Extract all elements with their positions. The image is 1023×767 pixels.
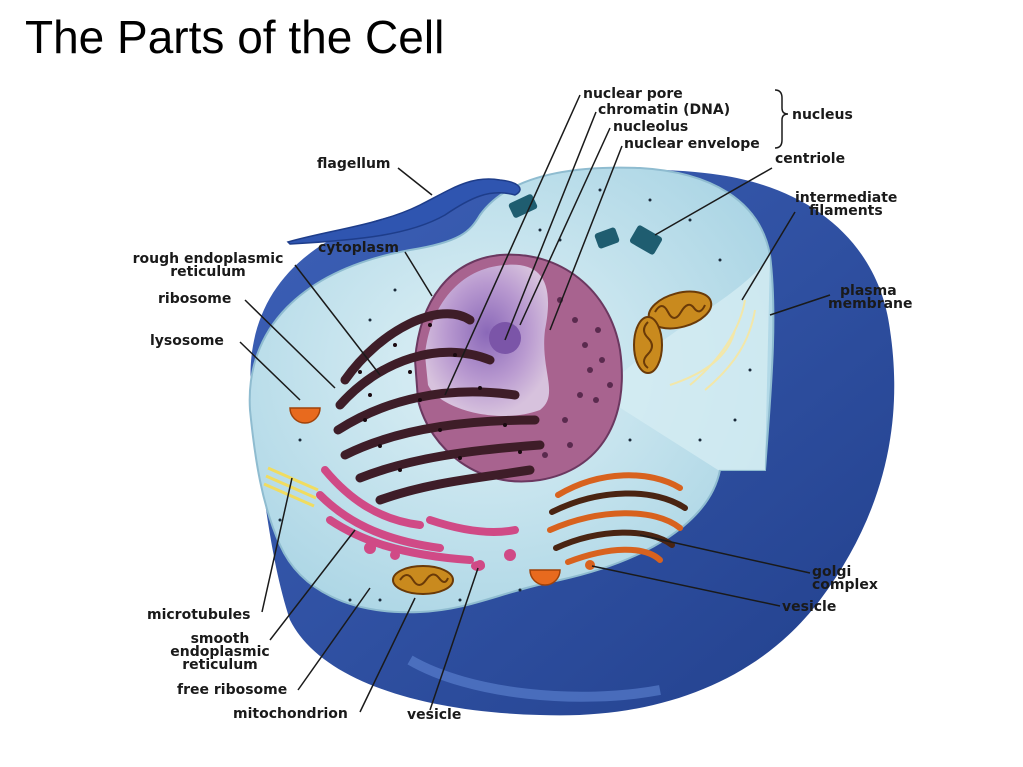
centriole-1	[508, 194, 538, 218]
label-ribosome: ribosome	[158, 291, 232, 307]
microtubules	[263, 466, 319, 508]
label-membrane: membrane	[828, 296, 913, 312]
lysosome	[289, 407, 321, 424]
label-smooth-er-line2: endoplasmic	[170, 644, 270, 660]
label-vesicle-bottom: vesicle	[407, 707, 462, 723]
intermediate-filaments	[669, 299, 756, 391]
nuclear-pores	[542, 297, 613, 458]
label-flagellum: flagellum	[317, 156, 391, 172]
rough-er-ribosomes	[358, 323, 522, 472]
label-plasma: plasma	[840, 283, 897, 299]
label-vesicle-right: vesicle	[782, 599, 837, 615]
label-chromatin: chromatin (DNA)	[598, 102, 731, 118]
label-nucleus: nucleus	[792, 107, 853, 123]
flagellum	[286, 178, 521, 245]
centriole-2	[594, 225, 663, 255]
label-smooth-er: smooth endoplasmic reticulum	[170, 631, 270, 673]
label-nuclear-pore: nuclear pore	[583, 86, 683, 102]
leader-lines	[239, 94, 831, 713]
rough-er	[333, 309, 545, 505]
label-smooth-er-line3: reticulum	[182, 657, 258, 673]
label-plasma-membrane: plasma membrane	[828, 283, 913, 312]
lysosome-2	[529, 569, 561, 586]
smooth-er	[316, 466, 519, 564]
label-golgi-complex: golgi complex	[812, 564, 878, 593]
label-centriole: centriole	[775, 151, 846, 167]
golgi-vesicle	[585, 560, 595, 570]
label-free-ribosome: free ribosome	[177, 682, 288, 698]
label-filaments: filaments	[809, 203, 883, 219]
label-golgi: golgi	[812, 564, 852, 580]
free-ribosomes	[278, 188, 752, 602]
label-lysosome: lysosome	[150, 333, 224, 349]
label-nucleolus: nucleolus	[613, 119, 689, 135]
slide-title: The Parts of the Cell	[25, 11, 445, 63]
label-rough-er-line2: reticulum	[170, 264, 246, 280]
label-complex: complex	[812, 577, 878, 593]
nucleus-bracket	[774, 89, 789, 149]
mitochondrion-2	[633, 316, 663, 374]
label-microtubules: microtubules	[147, 607, 251, 623]
label-rough-er: rough endoplasmic reticulum	[122, 251, 294, 280]
label-smooth-er-line1: smooth	[190, 631, 250, 647]
vesicle-small	[471, 561, 485, 571]
label-rough-er-line1: rough endoplasmic	[132, 251, 284, 267]
label-intermediate-filaments: intermediate filaments	[795, 190, 898, 219]
label-cytoplasm: cytoplasm	[318, 240, 399, 256]
cut-plane	[600, 255, 770, 470]
membrane-shine	[407, 655, 661, 702]
label-nuclear-envelope: nuclear envelope	[624, 136, 760, 152]
nucleoplasm	[425, 264, 550, 416]
mitochondrion-3	[392, 565, 454, 595]
label-intermediate: intermediate	[795, 190, 898, 206]
label-mitochondrion: mitochondrion	[233, 706, 348, 722]
